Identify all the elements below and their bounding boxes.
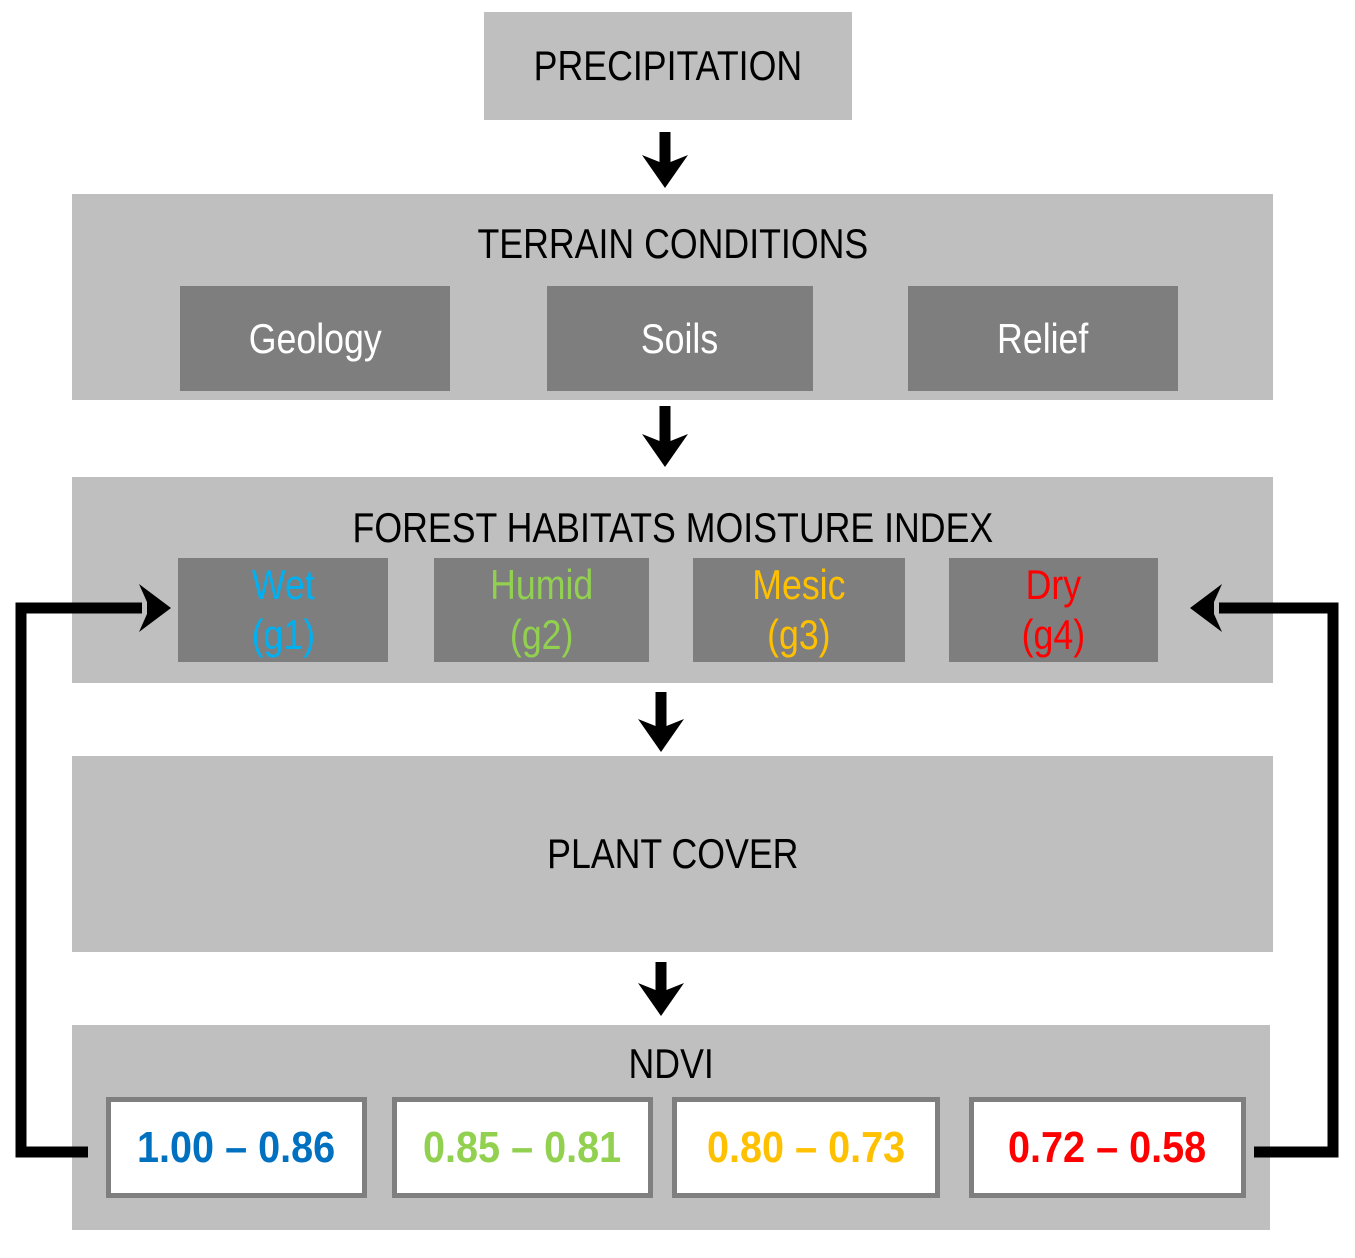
node-geology: Geology (180, 286, 450, 391)
geology-label: Geology (248, 314, 382, 362)
node-ndvi: NDVI 1.00 – 0.86 0.85 – 0.81 0.80 – 0.73… (72, 1025, 1270, 1230)
ndvi-range-mesic: 0.80 – 0.73 (672, 1097, 940, 1198)
plant-cover-label: PLANT COVER (546, 830, 799, 877)
ndvi-range-humid: 0.85 – 0.81 (392, 1097, 653, 1198)
mesic-label: Mesic (g3) (752, 561, 846, 658)
ndvi-title: NDVI (628, 1040, 714, 1087)
node-dry-g4: Dry (g4) (949, 558, 1158, 662)
down-arrow-icon (638, 962, 684, 1016)
ndvi-range-humid-value: 0.85 – 0.81 (423, 1122, 622, 1172)
moisture-index-title: FOREST HABITATS MOISTURE INDEX (352, 504, 993, 551)
ndvi-range-dry: 0.72 – 0.58 (969, 1097, 1246, 1198)
ndvi-range-wet-value: 1.00 – 0.86 (137, 1122, 336, 1172)
ndvi-range-dry-value: 0.72 – 0.58 (1008, 1122, 1207, 1172)
node-mesic-g3: Mesic (g3) (693, 558, 905, 662)
down-arrow-icon (642, 406, 688, 467)
humid-label: Humid (g2) (489, 561, 594, 658)
node-relief: Relief (908, 286, 1178, 391)
ndvi-range-mesic-value: 0.80 – 0.73 (706, 1122, 906, 1172)
precipitation-label: PRECIPITATION (533, 42, 803, 89)
node-wet-g1: Wet (g1) (178, 558, 388, 662)
node-plant-cover: PLANT COVER (72, 756, 1273, 952)
node-precipitation: PRECIPITATION (484, 12, 852, 120)
down-arrow-icon (638, 692, 684, 752)
ndvi-range-wet: 1.00 – 0.86 (106, 1097, 367, 1198)
dry-label: Dry (g4) (1021, 561, 1086, 658)
terrain-conditions-title: TERRAIN CONDITIONS (477, 220, 868, 267)
soils-label: Soils (641, 314, 719, 362)
node-forest-habitats-moisture-index: FOREST HABITATS MOISTURE INDEX Wet (g1) … (72, 477, 1273, 683)
relief-label: Relief (997, 314, 1089, 362)
down-arrow-icon (642, 132, 688, 188)
node-soils: Soils (547, 286, 813, 391)
node-terrain-conditions: TERRAIN CONDITIONS Geology Soils Relief (72, 194, 1273, 400)
wet-label: Wet (g1) (251, 561, 315, 658)
node-humid-g2: Humid (g2) (434, 558, 649, 662)
